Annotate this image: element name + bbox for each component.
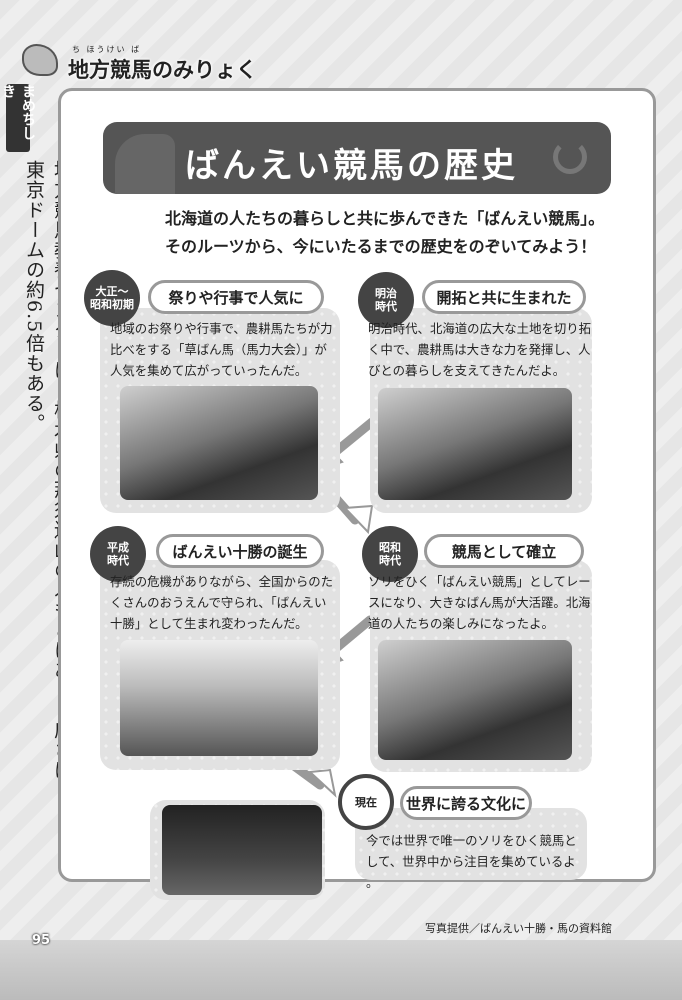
photo-night-race	[162, 805, 322, 895]
era-label: 現在	[355, 795, 377, 809]
era-label: 昭和	[379, 541, 401, 554]
horse-silhouette-icon	[115, 134, 175, 194]
intro-line: そのルーツから、今にいたるまでの歴史をのぞいてみよう！	[165, 237, 597, 256]
photo-racecourse-building	[120, 640, 318, 756]
era-label: 平成	[107, 541, 129, 554]
header-ruby: ち ほうけい ば	[72, 45, 142, 54]
intro-line: 北海道の人たちの暮らしと共に歩んできた「ばんえい競馬」。	[165, 209, 605, 228]
era-badge: 平成時代	[90, 526, 146, 582]
intro-text: 北海道の人たちの暮らしと共に歩んできた「ばんえい競馬」。 そのルーツから、今にい…	[165, 205, 604, 261]
era-label: 明治	[375, 287, 397, 300]
title-banner	[103, 122, 611, 194]
card-title: ばんえい十勝の誕生	[156, 534, 324, 568]
grass-decoration	[0, 940, 682, 1000]
card-title: 祭りや行事で人気に	[148, 280, 324, 314]
era-label: 大正～	[95, 285, 129, 298]
card-text: 存続の危機がありながら、全国からのたくさんのおうえんで守られ、「ばんえい十勝」と…	[110, 574, 334, 631]
card-text: 地域のお祭りや行事で、農耕馬たちが力比べをする「草ばん馬（馬力大会）」が人気を集…	[110, 321, 333, 378]
card-title: 世界に誇る文化に	[400, 786, 532, 820]
horseshoe-icon	[553, 140, 587, 174]
era-badge: 現在	[338, 774, 394, 830]
card-title: 競馬として確立	[424, 534, 584, 568]
arrow-head	[307, 768, 337, 798]
era-badge: 昭和時代	[362, 526, 418, 582]
card-text: 明治時代、北海道の広大な土地を切り拓く中で、農耕馬は大きな力を発揮し、人びとの暮…	[368, 321, 592, 378]
photo-kusabanba	[120, 386, 318, 500]
page-number: 95	[32, 933, 51, 948]
era-label: 昭和初期	[90, 298, 134, 311]
section-title: 地方競馬のみりょく	[68, 58, 257, 82]
photo-credit: 写真提供／ばんえい十勝・馬の資料館	[425, 922, 612, 935]
photo-race-crowd	[378, 640, 572, 760]
era-label: 時代	[375, 300, 397, 313]
era-label: 時代	[379, 554, 401, 567]
arrow-head	[342, 504, 374, 535]
card-text: ソリをひく「ばんえい競馬」としてレースになり、大きなばん馬が大活躍。北海道の人た…	[368, 574, 591, 631]
card-text: 今では世界で唯一のソリをひく競馬として、世界中から注目を集めているよ。	[366, 833, 577, 890]
horse-head-icon	[22, 44, 58, 76]
era-label: 時代	[107, 554, 129, 567]
card-title: 開拓と共に生まれた	[422, 280, 586, 314]
history-card-present	[355, 808, 587, 880]
era-badge: 大正～昭和初期	[84, 270, 140, 326]
page-title: ばんえい競馬の歴史	[185, 146, 518, 186]
era-badge: 明治時代	[358, 272, 414, 328]
photo-plowing	[378, 388, 572, 500]
